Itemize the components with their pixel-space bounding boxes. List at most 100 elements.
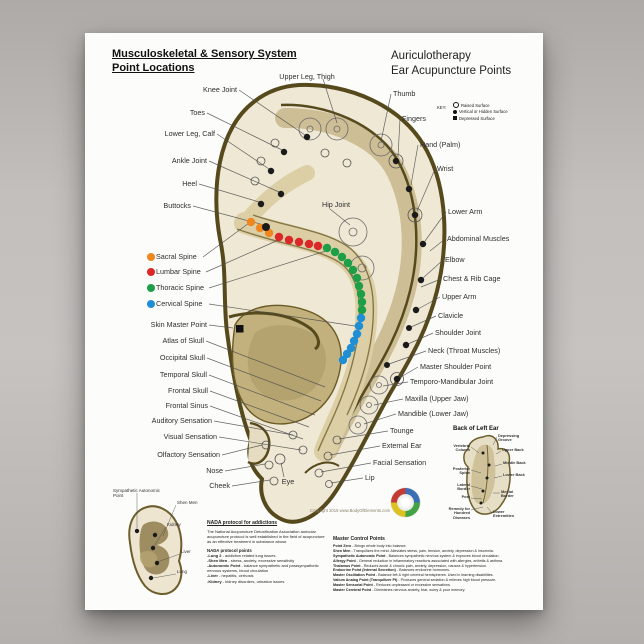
point-desc: - Reduces acute & chronic pain, anxiety,… xyxy=(360,563,488,568)
point-label: Hip Joint xyxy=(322,200,350,209)
nada-heading: NADA protocol for addictions xyxy=(207,520,278,526)
depressed-surface-icon xyxy=(453,116,457,121)
nada-subheading: NADA protocol points xyxy=(207,547,252,553)
point-label: Frontal Skull xyxy=(168,386,208,395)
body-of-elements-logo xyxy=(391,488,420,517)
leader-line xyxy=(494,463,503,467)
point-name: -Autonomic Point xyxy=(207,562,241,568)
point-label: Lower Arm xyxy=(448,207,483,216)
point-label: Cheek xyxy=(209,481,230,490)
leader-line xyxy=(198,183,260,203)
point-desc: - stress, anxiety, excessive sensitivity xyxy=(227,557,295,563)
point-label: Lower Extremities xyxy=(493,509,514,519)
point-name: Thalamus Point xyxy=(333,563,361,568)
point-label: Lumbar Spine xyxy=(156,267,201,276)
leader-line xyxy=(206,357,322,402)
key-item-vertical: Vertical or Hidden Surface xyxy=(453,109,508,116)
point-desc: - Balance left & right cerebral hemisphe… xyxy=(375,573,494,578)
lumbar-spine-point xyxy=(313,241,323,251)
thoracic-spine-point xyxy=(330,247,340,257)
point-label: Temporo-Mandibular Joint xyxy=(410,377,494,386)
point-label: Cervical Spine xyxy=(156,299,203,308)
leader-line xyxy=(329,445,381,456)
protocol-point: Allergy Point - General reduction in inf… xyxy=(333,559,543,564)
leader-line xyxy=(205,237,284,273)
point-label: Fingers xyxy=(402,114,426,123)
point-desc: - Produces general sedation & relieves h… xyxy=(397,578,497,583)
leader-line xyxy=(388,350,427,365)
sacral-spine-point xyxy=(246,217,256,227)
point-label: Vertebral Column xyxy=(453,443,470,453)
point-label: Elbow xyxy=(445,255,465,264)
point-label: Facial Sensation xyxy=(373,458,427,467)
point-name: Shen Men xyxy=(333,548,351,553)
point-label: Clavicle xyxy=(438,311,464,320)
point-label: Posterior Spine xyxy=(452,466,470,476)
back-ear-title: Back of Left Ear xyxy=(453,426,499,432)
key-item-label: Vertical or Hidden Surface xyxy=(459,109,508,115)
protocol-point: -Autonomic Point - balance sympathetic a… xyxy=(207,563,325,573)
point-label: Maxilla (Upper Jaw) xyxy=(405,394,469,403)
leader-line xyxy=(420,278,442,288)
point-desc: - Brings whole body into balance. xyxy=(351,544,407,548)
lumbar-spine-point xyxy=(284,235,294,245)
leader-line xyxy=(470,506,484,511)
protocol-point: Point Zero - Brings whole body into bala… xyxy=(333,544,543,549)
thoracic-spine-point xyxy=(348,265,358,275)
point-label: Olfactory Sensation xyxy=(157,450,220,459)
thoracic-spine-dot xyxy=(147,284,155,292)
point-label: Lower Back xyxy=(503,472,525,477)
leader-line xyxy=(429,238,446,252)
point-label: Sacral Spine xyxy=(156,252,197,261)
key-item-raised: Raised Surface xyxy=(453,102,508,109)
point-desc: - Reduces unpleasant or excessive sensat… xyxy=(372,583,451,587)
point-label: Neck (Throat Muscles) xyxy=(428,346,501,355)
cervical-spine-point xyxy=(349,336,359,346)
point-desc: - Balances endocrine hormones. xyxy=(395,568,451,573)
leader-line xyxy=(380,93,392,142)
lumbar-spine-point xyxy=(294,237,304,247)
cervical-spine-dot xyxy=(147,300,155,308)
point-desc: - General reduction in inflammatory reac… xyxy=(355,558,504,563)
protocol-point: Valium Analog Point (Tranquilizer Pt) - … xyxy=(333,578,543,583)
point-label: Middle Back xyxy=(503,460,526,465)
point-label: Post xyxy=(461,494,470,499)
leader-line xyxy=(162,504,177,537)
leader-line xyxy=(218,436,302,451)
point-label: Visual Sensation xyxy=(163,432,217,441)
poster-title-left: Musculoskeletal & Sensory System Point L… xyxy=(112,48,297,75)
point-label: Chest & Rib Cage xyxy=(443,274,501,283)
cervical-spine-point xyxy=(356,313,366,323)
point-name: -Lung 2 xyxy=(207,552,222,558)
thoracic-spine-point xyxy=(322,243,332,253)
leader-line xyxy=(224,463,266,472)
point-label: Lower Leg, Calf xyxy=(164,129,215,138)
cervical-spine-point xyxy=(338,355,348,365)
point-name: Master Sensorial Point xyxy=(333,583,373,587)
protocol-point: -Lung 2 - addiction related lung issues xyxy=(207,553,325,558)
point-name: -Kidney xyxy=(207,578,222,584)
point-label: Lateral Border xyxy=(457,482,470,492)
protocol-point: -Liver - hepatitis, cirrhosis xyxy=(207,573,325,578)
point-name: -Shen Men xyxy=(207,557,228,563)
master-control-block: Master Control Points Point Zero - Bring… xyxy=(333,536,543,593)
thoracic-spine-point xyxy=(343,258,353,268)
ear-diagram xyxy=(128,78,511,595)
point-label: Abdominal Muscles xyxy=(447,234,510,243)
point-label: Lip xyxy=(365,473,375,482)
leader-line xyxy=(492,436,498,446)
leader-line xyxy=(398,366,419,379)
protocol-point: -Kidney - kidney disorders, urination is… xyxy=(207,579,325,584)
point-label: Occipital Skull xyxy=(159,353,205,362)
point-name: Master Oscillation Point xyxy=(333,573,376,578)
leader-line xyxy=(221,444,263,456)
leader-line xyxy=(493,475,503,479)
protocol-point: Master Sensorial Point - Reduces unpleas… xyxy=(333,583,543,588)
thoracic-spine-point xyxy=(357,297,367,307)
leader-line xyxy=(329,208,351,226)
point-label: Remedy for Hundred Diseases xyxy=(448,506,470,520)
point-label: Thumb xyxy=(393,89,416,98)
point-label: Eye xyxy=(281,477,295,486)
leader-line xyxy=(470,485,483,490)
thoracic-spine-point xyxy=(352,273,362,283)
